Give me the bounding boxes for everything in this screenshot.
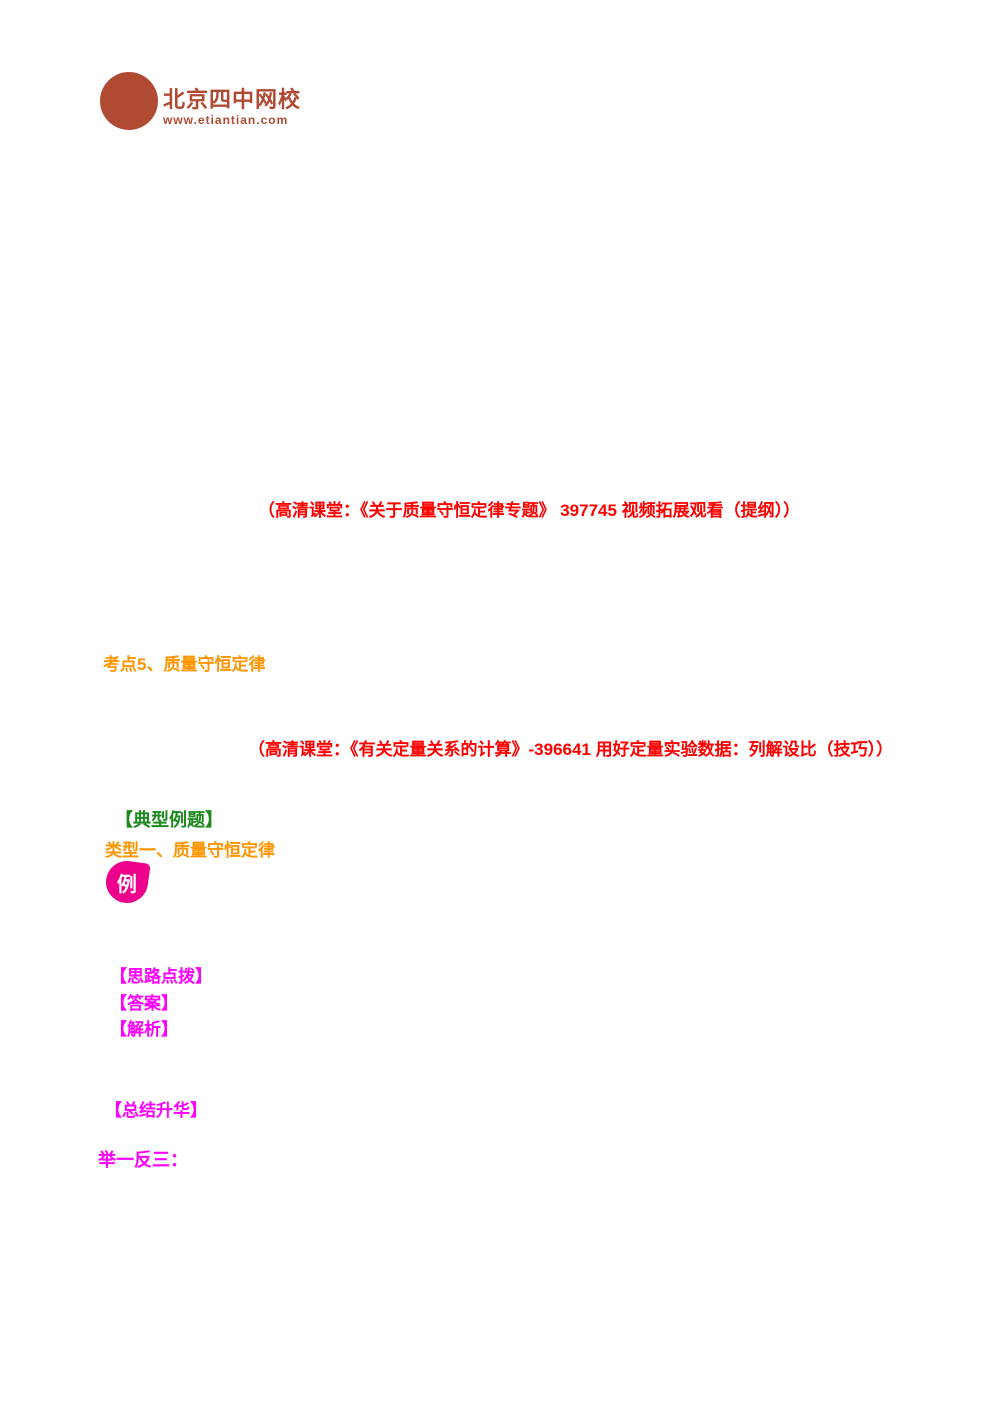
exam-point-heading: 考点5、质量守恒定律 [103,655,266,674]
answer-label: 【答案】 [110,994,178,1013]
example-pick-icon: 例 [103,858,151,906]
school-logo-icon [100,72,158,130]
extension-label: 举一反三： [98,1150,188,1170]
example-badge: 例 [103,858,151,906]
type-1-heading: 类型一、质量守恒定律 [105,841,275,860]
summary-label: 【总结升华】 [105,1101,207,1120]
example-badge-glyph: 例 [117,873,137,896]
analysis-label: 【解析】 [110,1020,178,1039]
hint-label: 【思路点拨】 [110,967,212,986]
video-reference-1: （高清课堂：《关于质量守恒定律专题》 397745 视频拓展观看（提纲）） [258,501,801,520]
video-reference-2: （高清课堂：《有关定量关系的计算》-396641 用好定量实验数据：列解设比（技… [248,740,894,759]
school-logo-url: www.etiantian.com [163,113,289,127]
typical-examples-heading: 【典型例题】 [115,810,223,830]
school-logo-name: 北京四中网校 [163,87,302,112]
